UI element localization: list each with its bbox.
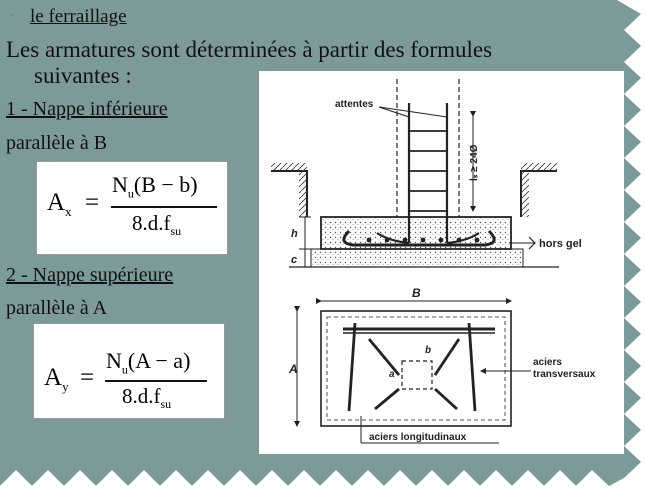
formula-ax-lhs: Ax [47, 189, 72, 220]
formula-ax-den-subscript: su [170, 224, 182, 239]
label-hors-gel: hors gel [539, 238, 582, 250]
formula-ax-num-term: (B − b) [133, 172, 198, 197]
label-attentes: attentes [335, 99, 374, 110]
label-a-column: a [389, 369, 395, 380]
footing-diagram: attentes lₛ ≥ 24Ø h c hors gel B A a b a… [259, 71, 624, 454]
label-a-dimension: A [288, 362, 298, 376]
formula-ax-equals: = [85, 189, 100, 216]
label-b-dimension: B [412, 286, 421, 300]
bullet-icon: • [10, 8, 15, 22]
formula-ay-num-subscript: u [121, 362, 128, 377]
label-aciers-transversaux-1: aciers [533, 357, 562, 368]
plan-view [294, 298, 531, 444]
formula-ax-den-term: 8.d.f [132, 211, 171, 235]
formula-ay-box: Ay = Nu(A − a) 8.d.fsu [33, 323, 225, 419]
label-aciers-longitudinaux: aciers longitudinaux [369, 432, 467, 443]
section-2-heading: 2 - Nappe supérieure [6, 264, 174, 286]
label-c: c [291, 254, 297, 266]
formula-ax-numerator: Nu(B − b) [112, 172, 198, 201]
formula-ay-num-term: (A − a) [127, 348, 191, 373]
section-1-heading: 1 - Nappe inférieure [6, 98, 168, 120]
formula-ay-den-subscript: su [160, 397, 172, 412]
section-view [271, 79, 559, 268]
label-b-column: b [425, 345, 431, 356]
section-2-text: parallèle à A [6, 297, 108, 319]
slide-title: le ferraillage [30, 6, 127, 27]
formula-ax-symbol: A [47, 189, 66, 216]
formula-ax-subscript: x [65, 204, 72, 219]
intro-line-2: suivantes : [34, 63, 132, 88]
formula-ay-equals: = [80, 364, 95, 391]
intro-line-1: Les armatures sont déterminées à partir … [6, 37, 493, 62]
formula-ay-lhs: Ay [44, 364, 69, 395]
formula-ay-den-term: 8.d.f [122, 384, 161, 408]
formula-ay-num-symbol: N [106, 348, 122, 373]
label-h: h [291, 228, 298, 240]
label-ls: lₛ ≥ 24Ø [469, 144, 480, 181]
formula-ax-num-symbol: N [112, 172, 128, 197]
formula-ay-denominator: 8.d.fsu [122, 384, 171, 412]
formula-ax-fraction-bar [111, 206, 217, 208]
formula-ax-num-subscript: u [127, 186, 134, 201]
section-1-text: parallèle à B [6, 132, 108, 154]
formula-ay-fraction-bar [105, 380, 207, 382]
formula-ax-denominator: 8.d.fsu [132, 211, 181, 239]
formula-ay-numerator: Nu(A − a) [106, 348, 190, 377]
formula-ay-symbol: A [44, 364, 63, 391]
formula-ax-box: Ax = Nu(B − b) 8.d.fsu [36, 161, 228, 255]
footing-diagram-svg: attentes lₛ ≥ 24Ø h c hors gel B A a b a… [271, 79, 596, 444]
formula-ay-subscript: y [62, 379, 69, 394]
label-aciers-transversaux-2: transversaux [533, 369, 596, 380]
